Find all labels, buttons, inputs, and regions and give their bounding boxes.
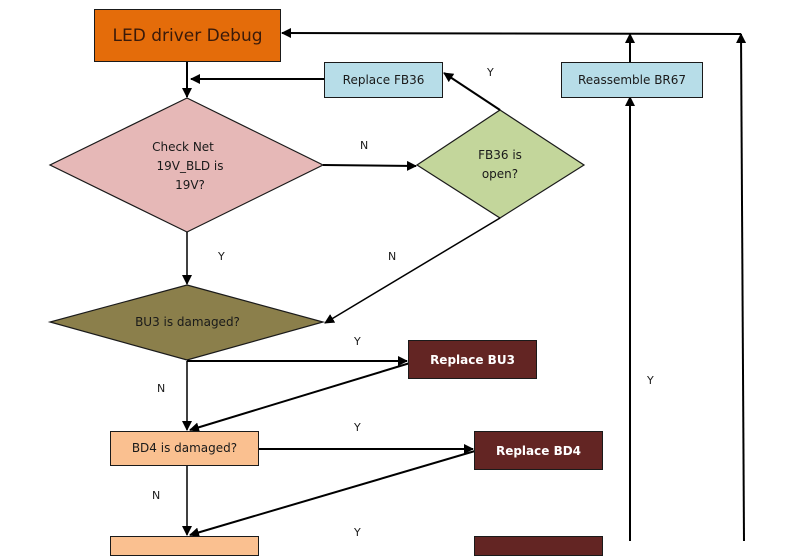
next-check-node — [110, 536, 259, 556]
start-node-led-driver-debug: LED driver Debug — [94, 9, 281, 62]
check-net-line-1: Check Net — [152, 139, 214, 154]
reassemble-br67-node: Reassemble BR67 — [561, 62, 703, 98]
bu3-damaged-label: BU3 is damaged? — [110, 312, 265, 332]
bu3-damaged-text: BU3 is damaged? — [135, 314, 240, 329]
edge-label-check-to-fb36: N — [360, 139, 369, 152]
edge-label-fb36-to-bu3: N — [388, 250, 397, 263]
edge-fb36-to-bu3 — [324, 217, 501, 324]
next-replace-node — [474, 536, 603, 556]
edge-label-next-to-replace: Y — [354, 526, 361, 539]
edge-check-to-fb36 — [322, 160, 417, 171]
edge-label-bd4-to-replace: Y — [354, 421, 361, 434]
replace-bu3-label: Replace BU3 — [430, 352, 515, 367]
edge-label-bu3-to-bd4: N — [157, 382, 166, 395]
bd4-damaged-label: BD4 is damaged? — [131, 441, 238, 455]
reassemble-br67-label: Reassemble BR67 — [577, 72, 687, 87]
replace-fb36-label: Replace FB36 — [342, 72, 425, 87]
flowchart-canvas — [47, 28, 747, 541]
edge-label-check-to-bu3: Y — [218, 250, 225, 263]
replace-bd4-node: Replace BD4 — [474, 431, 603, 470]
check-net-line-2: 19V_BLD is — [156, 158, 224, 173]
fb36-open-line-1: FB36 is — [478, 148, 522, 162]
edge-label-bu3-to-replace: Y — [354, 335, 361, 348]
replace-bu3-node: Replace BU3 — [408, 340, 537, 379]
edge-loop-to-start — [281, 28, 742, 39]
edge-replace-bd4-to-next — [189, 450, 476, 538]
check-net-label: Check Net 19V_BLD is 19V? — [120, 138, 260, 194]
start-node-label: LED driver Debug — [112, 25, 263, 46]
edge-label-fb36-to-replace: Y — [487, 66, 494, 79]
edge-replace-bu3-to-bd4 — [189, 362, 411, 433]
fb36-open-line-2: open? — [481, 167, 519, 181]
fb36-open-label: FB36 is open? — [450, 145, 550, 185]
bd4-damaged-node: BD4 is damaged? — [110, 431, 259, 466]
edge-right-loop-up — [736, 33, 747, 541]
edge-fb36-to-replace — [443, 72, 501, 111]
edge-label-bd4-to-next: N — [152, 489, 161, 502]
replace-bd4-label: Replace BD4 — [495, 443, 582, 458]
edge-label-reassemble-loop: Y — [647, 374, 654, 387]
check-net-line-3: 19V? — [175, 177, 205, 192]
replace-fb36-node: Replace FB36 — [324, 62, 443, 98]
